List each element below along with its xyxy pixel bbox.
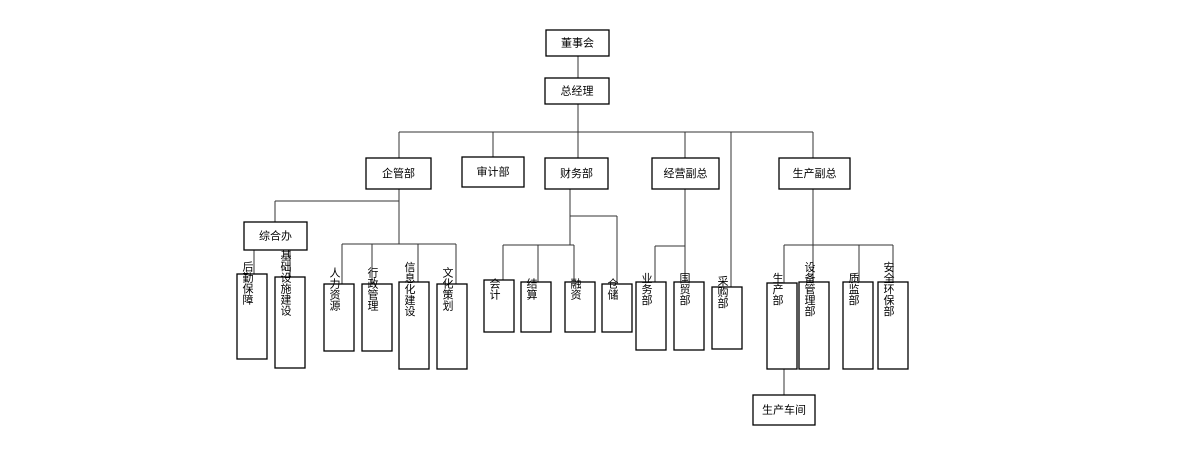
node-equipment-dept: 设备管理部 bbox=[798, 261, 830, 370]
connectors bbox=[253, 56, 894, 395]
node-production-workshop: 生产车间 bbox=[752, 394, 816, 426]
node-quality-dept-label: 质监部 bbox=[847, 272, 860, 305]
node-board-label: 董事会 bbox=[561, 37, 594, 50]
node-equipment-dept-label: 设备管理部 bbox=[803, 261, 816, 316]
node-intl-trade-dept-label: 国贸部 bbox=[678, 272, 691, 305]
node-infrastructure-label: 基础设施建设 bbox=[279, 250, 292, 317]
node-culture-planning-label: 文化策划 bbox=[441, 266, 454, 311]
node-financing: 融资 bbox=[564, 278, 596, 333]
node-warehousing-label: 仓储 bbox=[606, 277, 619, 300]
node-settlement-label: 结算 bbox=[525, 278, 538, 301]
node-safety-env-dept: 安全环保部 bbox=[877, 260, 909, 370]
node-infrastructure: 基础设施建设 bbox=[274, 250, 306, 369]
node-quality-dept: 质监部 bbox=[842, 272, 874, 370]
node-intl-trade-dept: 国贸部 bbox=[673, 272, 705, 351]
node-production-vp-label: 生产副总 bbox=[793, 166, 837, 180]
node-finance: 财务部 bbox=[544, 157, 609, 190]
node-settlement: 结算 bbox=[520, 278, 552, 333]
node-general-office-label: 综合办 bbox=[259, 229, 292, 243]
node-board: 董事会 bbox=[545, 29, 610, 57]
node-human-resources: 人力资源 bbox=[323, 267, 355, 352]
node-business-dept: 业务部 bbox=[635, 272, 667, 351]
node-general-manager-label: 总经理 bbox=[561, 84, 594, 98]
node-audit: 审计部 bbox=[461, 156, 525, 188]
node-purchasing-dept: 采购部 bbox=[711, 275, 743, 350]
node-admin-management: 行政管理 bbox=[361, 267, 393, 352]
node-business-dept-label: 业务部 bbox=[640, 272, 653, 305]
node-informatization: 信息化建设 bbox=[398, 261, 430, 370]
node-accounting-label: 会计 bbox=[488, 278, 501, 301]
node-operations-vp: 经营副总 bbox=[651, 157, 720, 190]
node-production-vp: 生产副总 bbox=[778, 157, 851, 190]
node-admin-management-label: 行政管理 bbox=[366, 267, 379, 311]
node-financing-label: 融资 bbox=[569, 278, 582, 301]
node-enterprise-management-label: 企管部 bbox=[382, 166, 415, 180]
node-logistics: 后勤保障 bbox=[236, 261, 268, 360]
node-audit-label: 审计部 bbox=[477, 165, 510, 179]
node-production-workshop-label: 生产车间 bbox=[762, 403, 806, 417]
node-enterprise-management: 企管部 bbox=[365, 157, 432, 190]
node-purchasing-dept-label: 采购部 bbox=[716, 275, 729, 308]
node-culture-planning: 文化策划 bbox=[436, 266, 468, 370]
node-production-dept: 生产部 bbox=[766, 271, 798, 370]
node-general-office: 综合办 bbox=[243, 221, 308, 251]
node-accounting: 会计 bbox=[483, 278, 515, 333]
node-logistics-label: 后勤保障 bbox=[241, 261, 254, 305]
node-general-manager: 总经理 bbox=[544, 77, 610, 105]
node-informatization-label: 信息化建设 bbox=[403, 261, 416, 317]
node-operations-vp-label: 经营副总 bbox=[664, 166, 708, 180]
node-warehousing: 仓储 bbox=[601, 277, 633, 333]
node-finance-label: 财务部 bbox=[560, 166, 593, 180]
node-safety-env-dept-label: 安全环保部 bbox=[882, 260, 895, 316]
node-production-dept-label: 生产部 bbox=[771, 271, 784, 305]
node-human-resources-label: 人力资源 bbox=[328, 267, 341, 312]
